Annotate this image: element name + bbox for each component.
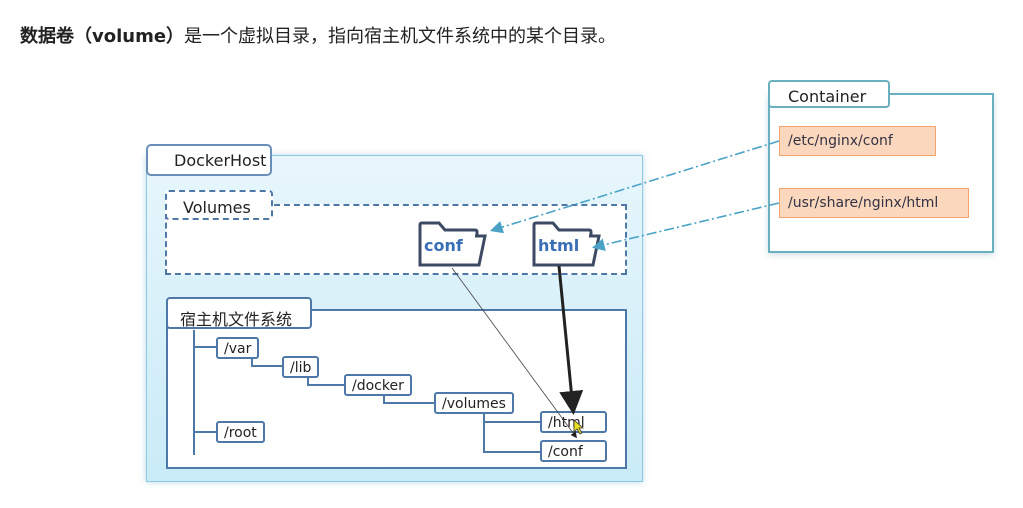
volumes-label: Volumes	[165, 190, 273, 220]
container-label: Container	[768, 80, 890, 108]
heading-text: 是一个虚拟目录，指向宿主机文件系统中的某个目录。	[184, 26, 617, 47]
tree-node-conf: /conf	[540, 440, 607, 462]
container-path-conf: /etc/nginx/conf	[779, 126, 936, 156]
heading-bold: 数据卷（volume）	[20, 26, 185, 47]
tree-node-lib: /lib	[282, 356, 320, 378]
conf-folder-label: conf	[424, 236, 463, 255]
tree-node-docker: /docker	[344, 374, 412, 396]
docker-host-label: DockerHost	[146, 144, 272, 176]
tree-node-volumes: /volumes	[434, 392, 514, 414]
tree-node-html: /html	[540, 411, 607, 433]
page-heading: 数据卷（volume）是一个虚拟目录，指向宿主机文件系统中的某个目录。	[20, 22, 616, 48]
tree-node-var: /var	[216, 337, 260, 359]
conf-folder-icon	[418, 221, 487, 267]
host-fs-label: 宿主机文件系统	[166, 297, 312, 329]
tree-node-root: /root	[216, 421, 265, 443]
container-path-html: /usr/share/nginx/html	[779, 188, 969, 218]
html-folder-label: html	[538, 236, 580, 255]
container-panel	[768, 93, 994, 253]
